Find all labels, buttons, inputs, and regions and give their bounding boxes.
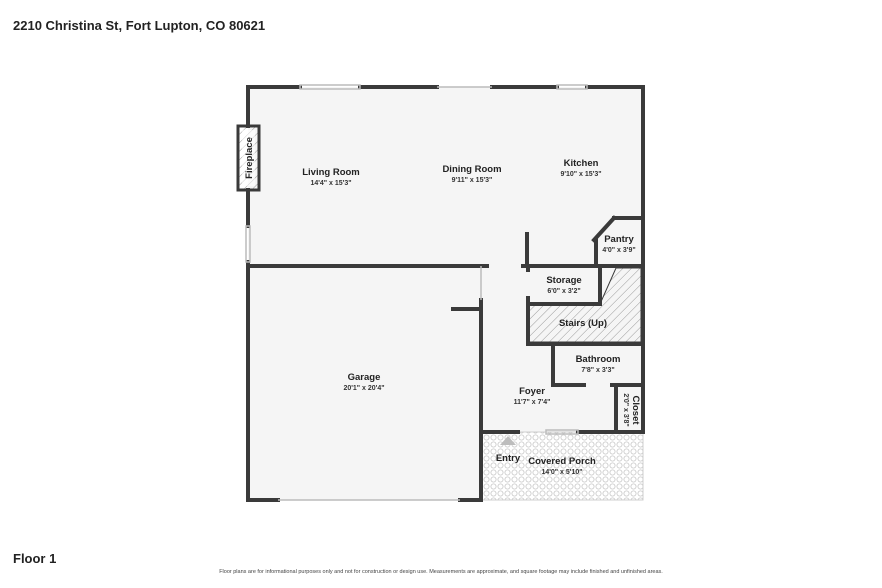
kitchen-dims: 9'10" x 15'3": [560, 171, 601, 178]
foyer-name: Foyer: [519, 386, 545, 397]
storage-name: Storage: [546, 275, 581, 286]
fireplace: [236, 124, 261, 192]
kitchen-name: Kitchen: [564, 158, 599, 169]
property-address: 2210 Christina St, Fort Lupton, CO 80621: [13, 18, 266, 33]
stairs-name: Stairs (Up): [559, 318, 607, 329]
entry-name: Entry: [496, 453, 521, 464]
dining-room-dims: 9'11" x 15'3": [452, 177, 493, 184]
garage-name: Garage: [348, 372, 381, 383]
floor-fills: [248, 87, 643, 500]
pantry-name: Pantry: [604, 234, 634, 245]
closet-dims: 2'0" x 3'8": [622, 393, 629, 426]
covered-porch-name: Covered Porch: [528, 456, 596, 467]
closet-name: Closet: [630, 395, 641, 425]
fireplace-name: Fireplace: [244, 137, 255, 179]
floor-label: Floor 1: [13, 551, 57, 566]
walls: [246, 85, 645, 502]
living-room-dims: 14'4" x 15'3": [310, 180, 351, 187]
disclaimer: Floor plans are for informational purpos…: [219, 569, 663, 575]
bathroom-name: Bathroom: [576, 354, 621, 365]
windows: [245, 84, 588, 501]
living-room-name: Living Room: [302, 167, 360, 178]
foyer-dims: 11'7" x 7'4": [514, 399, 551, 406]
storage-dims: 6'0" x 3'2": [547, 288, 580, 295]
garage-dims: 20'1" x 20'4": [343, 385, 384, 392]
dining-room-name: Dining Room: [442, 164, 501, 175]
bathroom-dims: 7'8" x 3'3": [581, 367, 614, 374]
entry-arrow-icon: [500, 436, 516, 445]
pantry-dims: 4'0" x 3'9": [602, 247, 635, 254]
covered-porch-dims: 14'0" x 5'10": [541, 469, 582, 476]
